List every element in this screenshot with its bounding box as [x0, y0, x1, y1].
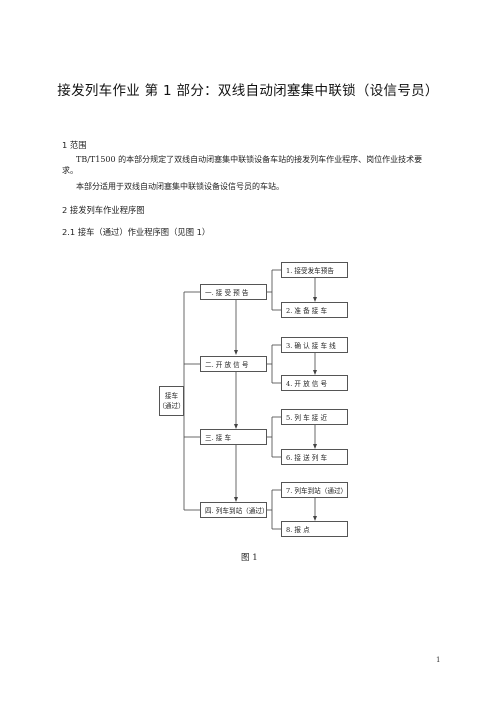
flowchart-stage-2: 二. 开 放 信 号	[200, 356, 267, 372]
flowchart-step-6: 6. 接 送 列 车	[281, 449, 348, 465]
section-1-para-1-line-1: TB/T1500 的本部分规定了双线自动闭塞集中联锁设备车站的接发列车作业程序、…	[76, 155, 423, 164]
flowchart-root-line-1: 接车	[164, 392, 179, 400]
page-title: 接发列车作业 第 1 部分：双线自动闭塞集中联锁（设信号员）	[57, 83, 439, 99]
flowchart-step-7: 7. 列车到站（通过）	[281, 482, 348, 498]
flowchart-step-8: 8. 报 点	[281, 521, 348, 537]
flowchart-step-5: 5. 列 车 接 近	[281, 409, 348, 425]
flowchart-root-line-2: （通过）	[158, 402, 185, 410]
flowchart-step-3: 3. 确 认 接 车 线	[281, 337, 348, 353]
flowchart-stage-4: 四. 列车到站（通过）	[200, 502, 269, 518]
flowchart-stage-1: 一. 接 受 预 告	[200, 284, 267, 300]
page-number: 1	[436, 656, 441, 664]
flowchart-step-1: 1. 接受发车预告	[281, 262, 348, 278]
flowchart-step-4: 4. 开 放 信 号	[281, 375, 348, 391]
flowchart-root: 接车 （通过）	[158, 386, 185, 416]
flowchart-step-2: 2. 准 备 接 车	[281, 302, 348, 318]
flowchart-stage-3: 三. 接 车	[200, 429, 267, 445]
section-2-heading: 2 接发列车作业程序图	[62, 205, 145, 215]
section-2-1-heading: 2.1 接车（通过）作业程序图（见图 1）	[62, 227, 211, 237]
section-1-heading: 1 范围	[62, 140, 87, 150]
section-1-para-1-line-2: 求。	[62, 166, 78, 175]
section-1-para-2: 本部分适用于双线自动闭塞集中联锁设备设信号员的车站。	[76, 182, 284, 191]
figure-caption: 图 1	[241, 553, 258, 563]
